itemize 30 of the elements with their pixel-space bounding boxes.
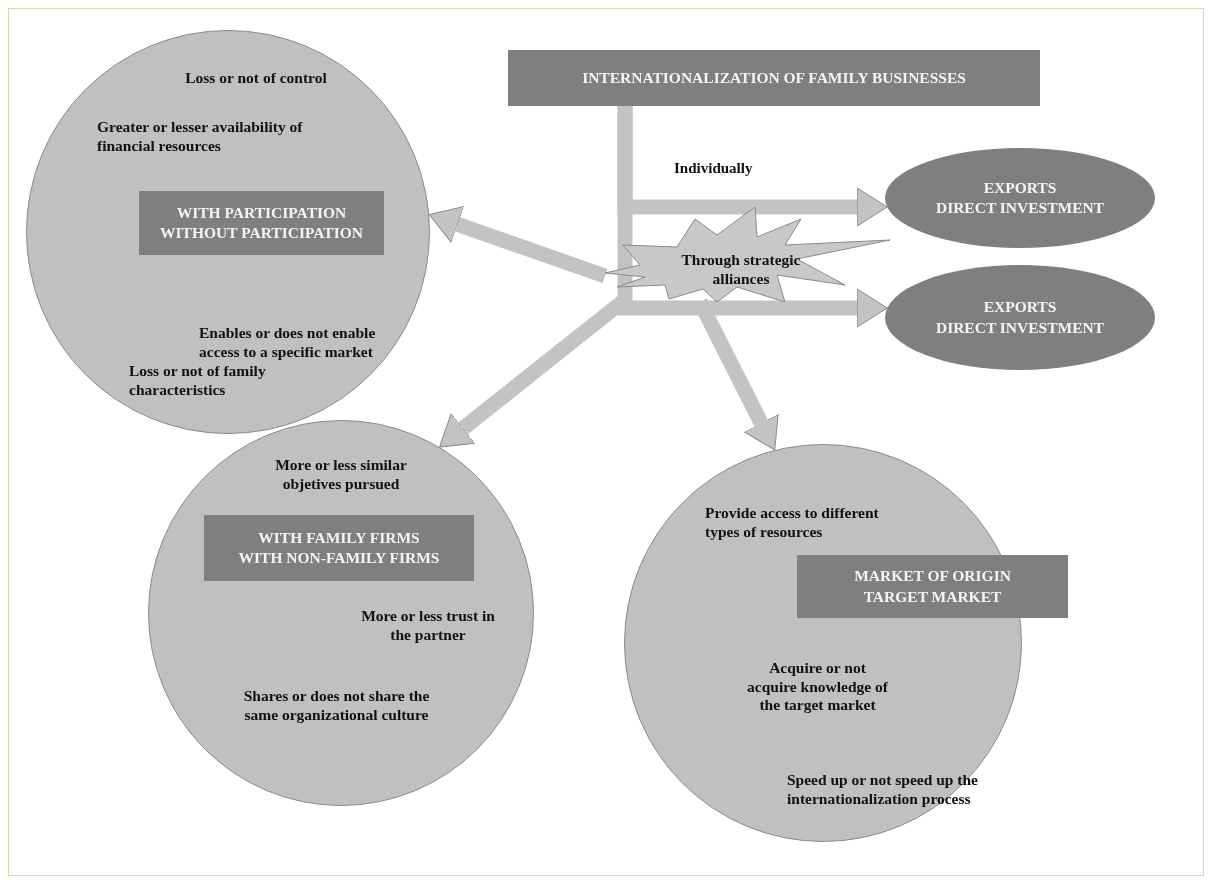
box-label: DIRECT INVESTMENT xyxy=(935,198,1105,218)
block-arrow xyxy=(617,106,888,328)
criterion-text: Loss or not of family characteristics xyxy=(129,362,267,400)
criterion-text: More or less similar objetives pursued xyxy=(274,456,408,494)
box-label: WITH NON-FAMILY FIRMS xyxy=(238,548,440,568)
criterion-text: Loss or not of control xyxy=(184,69,328,88)
heading-box xyxy=(508,50,1040,106)
option-box xyxy=(139,191,384,255)
criterion-text: Greater or lesser availability of financial resources xyxy=(97,118,304,156)
box-label: EXPORTS xyxy=(983,297,1057,318)
box-label: DIRECT INVESTMENT xyxy=(935,317,1105,338)
box-label: EXPORTS xyxy=(983,177,1057,198)
box-label: TARGET MARKET xyxy=(863,586,1002,607)
edge-label: Individually xyxy=(672,160,755,177)
criterion-text: Acquire or not acquire knowledge of the target market xyxy=(746,659,889,715)
criterion-text: Provide access to different types of resources xyxy=(705,504,880,542)
starburst-shape xyxy=(605,207,890,302)
box-label: WITH PARTICIPATION xyxy=(176,202,347,223)
box-label: MARKET OF ORIGIN xyxy=(854,566,1011,587)
box-label: WITH FAMILY FIRMS xyxy=(258,527,420,548)
criterion-text: Shares or does not share the same organizational culture xyxy=(242,687,431,725)
option-box xyxy=(204,515,474,581)
criterion-text: Speed up or not speed up the internationalization process xyxy=(787,771,979,809)
option-box xyxy=(797,555,1068,618)
criterion-text: More or less trust in the partner xyxy=(360,607,496,645)
criterion-text: Enables or does not enable access to a specific market xyxy=(199,324,377,362)
box-label: WITHOUT PARTICIPATION xyxy=(160,223,363,243)
criterion-text: Through strategic alliances xyxy=(680,251,802,289)
block-arrow xyxy=(428,205,608,284)
box-label: INTERNATIONALIZATION OF FAMILY BUSINESSES xyxy=(582,67,966,88)
